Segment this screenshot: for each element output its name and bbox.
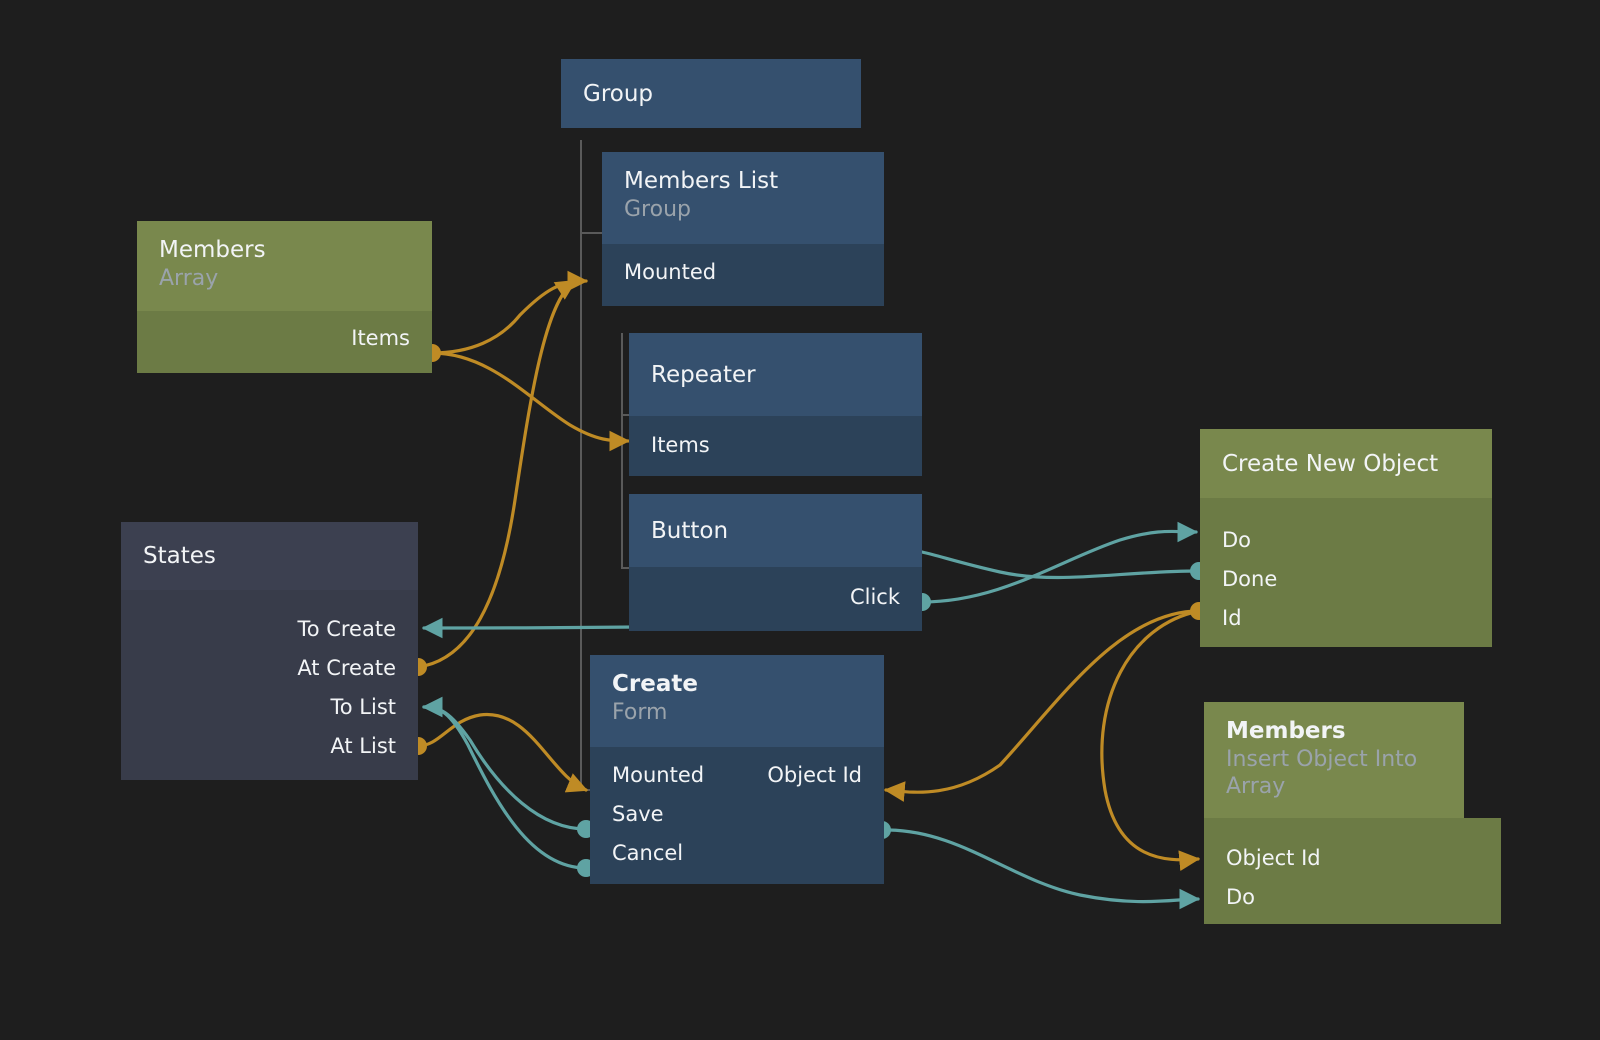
edge-states-atcreate-to-memberslist-mounted bbox=[416, 279, 577, 669]
node-members-array-body: Items bbox=[137, 310, 432, 373]
node-create-new-object[interactable]: Create New Object Do Done Id bbox=[1200, 429, 1492, 647]
node-states-title: States bbox=[143, 543, 216, 570]
node-create-form-header: Create Form bbox=[590, 655, 884, 747]
node-members-list-header: Members List Group bbox=[602, 152, 884, 244]
port-label-items: Items bbox=[651, 432, 710, 457]
node-members-array-subtitle: Array bbox=[159, 266, 219, 292]
node-members-insert-subtitle: Insert Object Into Array bbox=[1226, 747, 1418, 799]
node-create-form[interactable]: Create Form Mounted Object Id Save Cance… bbox=[590, 655, 884, 884]
port-label-do: Do bbox=[1226, 885, 1256, 910]
port-label-object-id: Object Id bbox=[1226, 846, 1321, 871]
edge-button-click-to-createnewobject-do bbox=[920, 521, 1199, 604]
port-states-at-create[interactable]: At Create bbox=[121, 648, 418, 687]
node-members-list[interactable]: Members List Group Mounted bbox=[602, 152, 884, 306]
node-create-form-body: Mounted Object Id Save Cancel bbox=[590, 746, 884, 884]
node-repeater-header: Repeater bbox=[629, 333, 922, 416]
node-repeater-title: Repeater bbox=[651, 361, 756, 388]
edge-states-atlist-to-create-mounted bbox=[416, 713, 588, 793]
node-create-new-object-title: Create New Object bbox=[1222, 450, 1439, 477]
port-label-save: Save bbox=[612, 802, 664, 827]
port-label-to-list: To List bbox=[330, 694, 397, 719]
edge-create-save-to-states-tolist bbox=[421, 696, 588, 831]
port-cno-id[interactable]: Id bbox=[1200, 598, 1492, 637]
port-create-mounted-objectid[interactable]: Mounted Object Id bbox=[590, 756, 884, 795]
port-label-items: Items bbox=[351, 326, 410, 351]
node-states[interactable]: States To Create At Create To List At Li… bbox=[121, 522, 418, 780]
node-create-form-subtitle: Form bbox=[612, 700, 668, 726]
port-label-do: Do bbox=[1222, 527, 1252, 552]
port-members-list-mounted[interactable]: Mounted bbox=[602, 253, 884, 292]
port-members-array-items[interactable]: Items bbox=[137, 319, 432, 358]
node-members-insert[interactable]: Members Insert Object Into Array Object … bbox=[1204, 702, 1501, 924]
node-button-title: Button bbox=[651, 517, 729, 544]
port-button-click[interactable]: Click bbox=[629, 577, 922, 616]
edge-members-items-to-repeater-items bbox=[430, 351, 631, 452]
node-members-insert-header: Members Insert Object Into Array bbox=[1204, 702, 1464, 818]
port-create-save[interactable]: Save bbox=[590, 795, 884, 834]
node-button-header: Button bbox=[629, 494, 922, 567]
node-members-insert-title: Members bbox=[1226, 718, 1346, 744]
node-group[interactable]: Group bbox=[561, 59, 861, 128]
node-states-header: States bbox=[121, 522, 418, 590]
node-group-title: Group bbox=[583, 80, 654, 107]
node-members-list-body: Mounted bbox=[602, 243, 884, 306]
edge-create-cancel-to-states-tolist bbox=[421, 696, 588, 870]
node-create-form-title: Create bbox=[612, 671, 698, 697]
port-cno-do[interactable]: Do bbox=[1200, 520, 1492, 559]
node-button-body: Click bbox=[629, 567, 922, 631]
node-repeater[interactable]: Repeater Items bbox=[629, 333, 922, 476]
port-members-insert-do[interactable]: Do bbox=[1204, 878, 1501, 917]
port-label-click: Click bbox=[849, 584, 900, 609]
node-members-array[interactable]: Members Array Items bbox=[137, 221, 432, 373]
node-repeater-body: Items bbox=[629, 416, 922, 476]
port-states-to-create[interactable]: To Create bbox=[121, 609, 418, 648]
edge-createnewobject-id-to-create-objectid bbox=[883, 609, 1201, 802]
edge-createnewobject-done-to-do bbox=[920, 550, 1201, 580]
node-members-list-subtitle: Group bbox=[624, 197, 691, 223]
node-members-array-header: Members Array bbox=[137, 221, 432, 311]
port-label-cancel: Cancel bbox=[612, 841, 684, 866]
port-label-mounted: Mounted bbox=[624, 260, 717, 285]
edge-createnewobject-id-to-membersinsert-objectid bbox=[1100, 609, 1201, 872]
port-states-at-list[interactable]: At List bbox=[121, 726, 418, 765]
port-members-insert-object-id[interactable]: Object Id bbox=[1204, 839, 1501, 878]
port-repeater-items[interactable]: Items bbox=[629, 425, 922, 464]
node-create-new-object-body: Do Done Id bbox=[1200, 498, 1492, 647]
port-label-to-create: To Create bbox=[297, 616, 396, 641]
node-button[interactable]: Button Click bbox=[629, 494, 922, 631]
port-label-id: Id bbox=[1222, 605, 1242, 630]
edge-create-out-to-membersinsert-do bbox=[884, 828, 1201, 910]
port-label-done: Done bbox=[1222, 566, 1278, 591]
port-label-at-list: At List bbox=[330, 733, 396, 758]
port-cno-done[interactable]: Done bbox=[1200, 559, 1492, 598]
port-label-mounted: Mounted bbox=[612, 763, 705, 788]
node-members-list-title: Members List bbox=[624, 168, 779, 194]
node-create-new-object-header: Create New Object bbox=[1200, 429, 1492, 498]
node-group-header: Group bbox=[561, 59, 861, 128]
node-members-insert-body: Object Id Do bbox=[1204, 817, 1501, 924]
node-members-array-title: Members bbox=[159, 237, 266, 263]
edge-members-items-to-memberslist-mounted bbox=[430, 270, 589, 355]
port-create-cancel[interactable]: Cancel bbox=[590, 834, 884, 873]
node-states-body: To Create At Create To List At List bbox=[121, 590, 418, 780]
port-label-at-create: At Create bbox=[297, 655, 396, 680]
port-states-to-list[interactable]: To List bbox=[121, 687, 418, 726]
port-label-object-id: Object Id bbox=[767, 763, 862, 788]
